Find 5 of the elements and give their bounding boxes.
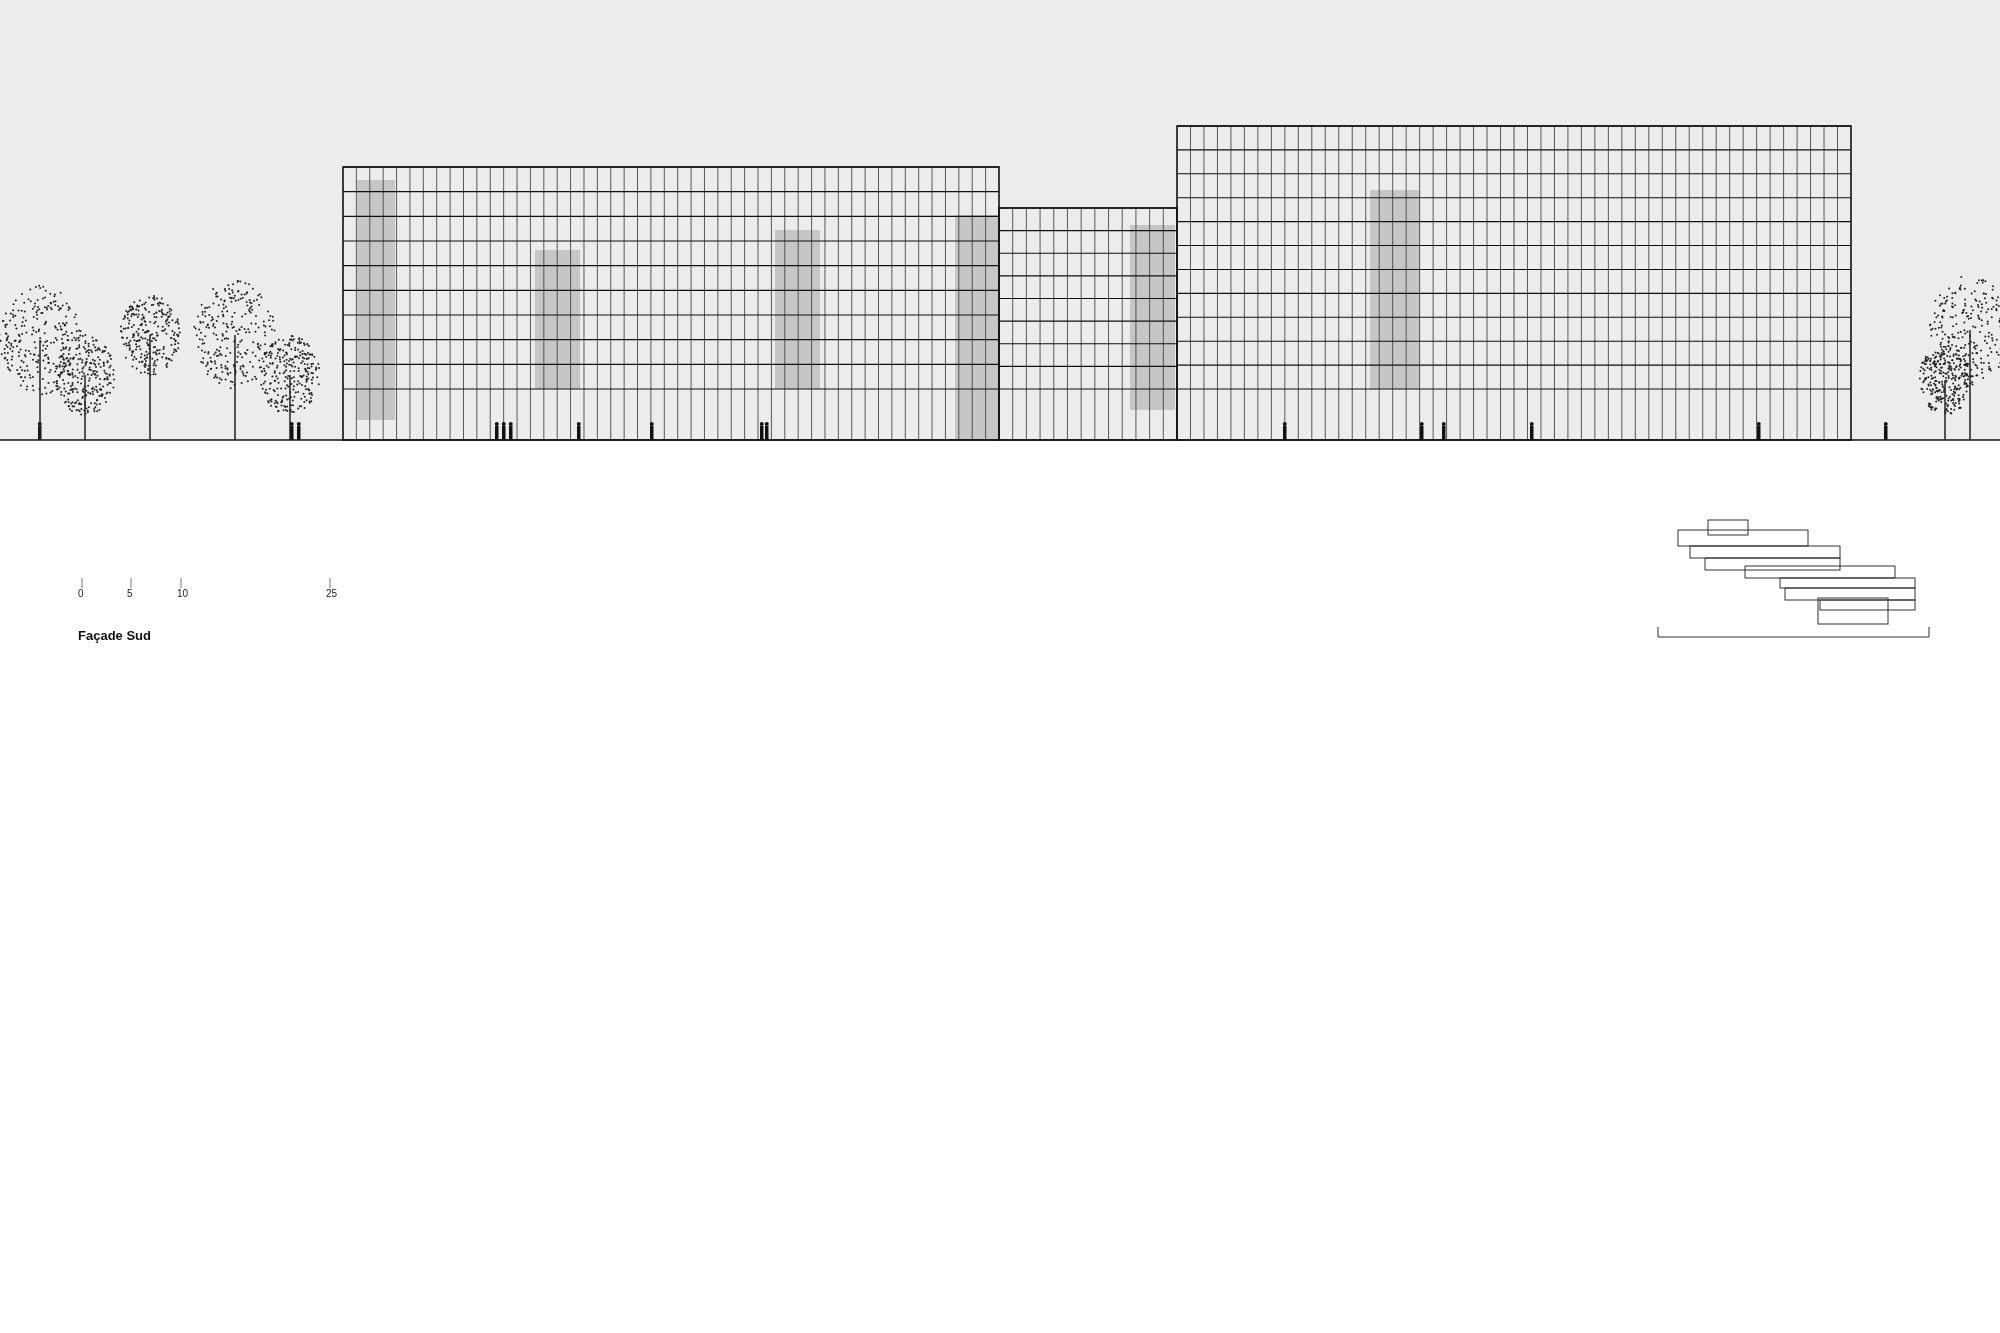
scale-label: 25 — [326, 588, 338, 599]
scale-label: 5 — [127, 588, 133, 599]
drawing-title: Façade Sud — [78, 628, 151, 643]
scale-label: 10 — [177, 588, 189, 599]
scale-label: 0 — [78, 588, 84, 599]
